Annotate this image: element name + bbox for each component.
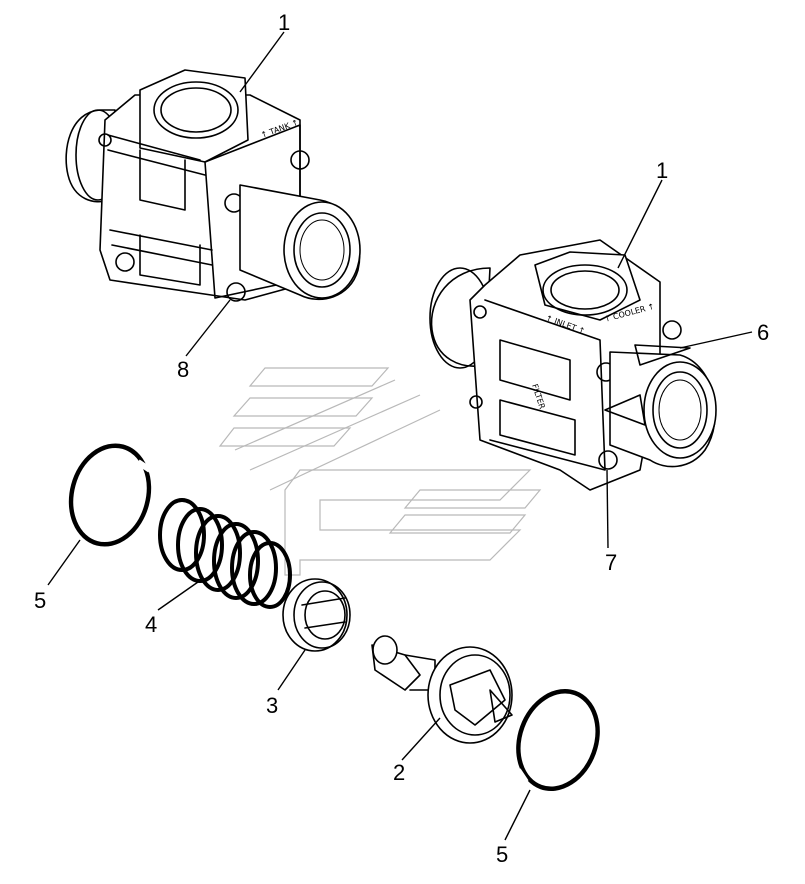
callout-5-lower: 5 bbox=[496, 842, 508, 867]
valve-seat bbox=[282, 578, 351, 652]
callout-5-upper: 5 bbox=[34, 588, 46, 613]
callout-4: 4 bbox=[145, 612, 157, 637]
callout-8: 8 bbox=[177, 357, 189, 382]
watermark-logo bbox=[218, 367, 542, 576]
thermostat-element bbox=[371, 635, 513, 744]
callout-6: 6 bbox=[757, 320, 769, 345]
callout-1-top: 1 bbox=[278, 10, 290, 35]
snap-ring-lower bbox=[515, 689, 600, 791]
valve-housing-right: ↑ INLET ↑ ↑ COOLER ↑ FILTER bbox=[429, 239, 717, 491]
callout-3: 3 bbox=[266, 693, 278, 718]
valve-housing-left: ↑ TANK ↑ bbox=[65, 69, 361, 302]
callout-1-right: 1 bbox=[656, 158, 668, 183]
callout-2: 2 bbox=[393, 760, 405, 785]
snap-ring-upper bbox=[68, 443, 152, 547]
leader-lines bbox=[47, 31, 753, 841]
spring bbox=[158, 498, 292, 609]
callout-7: 7 bbox=[605, 550, 617, 575]
callout-labels: 1 1 6 7 8 5 4 3 2 5 bbox=[34, 10, 769, 867]
